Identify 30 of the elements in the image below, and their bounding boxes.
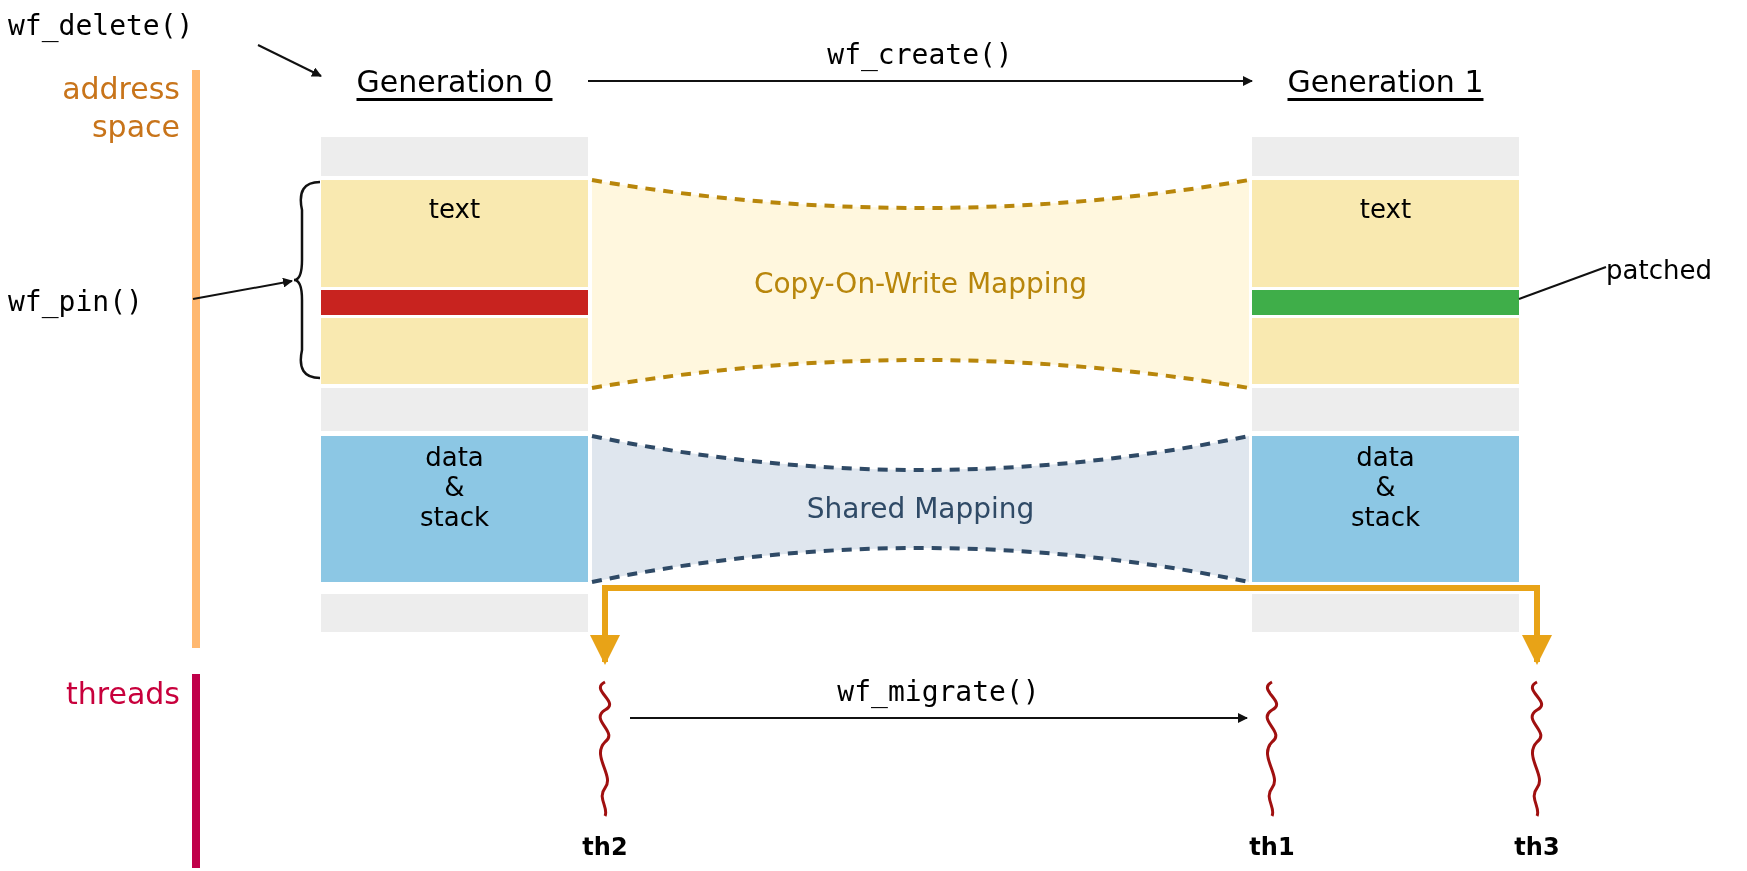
mapping-label: Shared Mapping <box>805 491 1036 527</box>
column-heading: Generation 1 <box>1286 63 1485 101</box>
memory-segment <box>321 180 588 384</box>
arrow <box>192 277 293 300</box>
mapping-label: Copy-On-Write Mapping <box>752 266 1089 302</box>
segment-label: text <box>1358 194 1413 224</box>
arrow <box>629 713 1248 723</box>
callout-label: patched <box>1606 250 1716 290</box>
segment-label: text <box>427 194 482 224</box>
edge-label: wf_create() <box>826 37 1014 73</box>
segment-label: data & stack <box>420 442 489 532</box>
arrow <box>257 44 322 77</box>
memory-bar <box>321 287 588 318</box>
segment-label: data & stack <box>1351 442 1420 532</box>
memory-segment <box>1252 436 1519 582</box>
thread-label: th2 <box>581 832 629 862</box>
memory-segment <box>321 436 588 582</box>
arrow <box>590 585 1552 665</box>
section-label: address space <box>61 70 180 146</box>
leader-line <box>1518 266 1607 300</box>
function-label: wf_pin() <box>8 282 193 322</box>
arrow <box>587 76 1253 86</box>
function-label: wf_delete() <box>8 6 258 46</box>
edge-label: wf_migrate() <box>836 674 1041 710</box>
memory-bar <box>1252 287 1519 318</box>
column-heading: Generation 0 <box>355 63 554 101</box>
thread-label: th3 <box>1513 832 1561 862</box>
section-label: threads <box>65 675 180 713</box>
thread-label: th1 <box>1248 832 1296 862</box>
memory-segment <box>1252 180 1519 384</box>
